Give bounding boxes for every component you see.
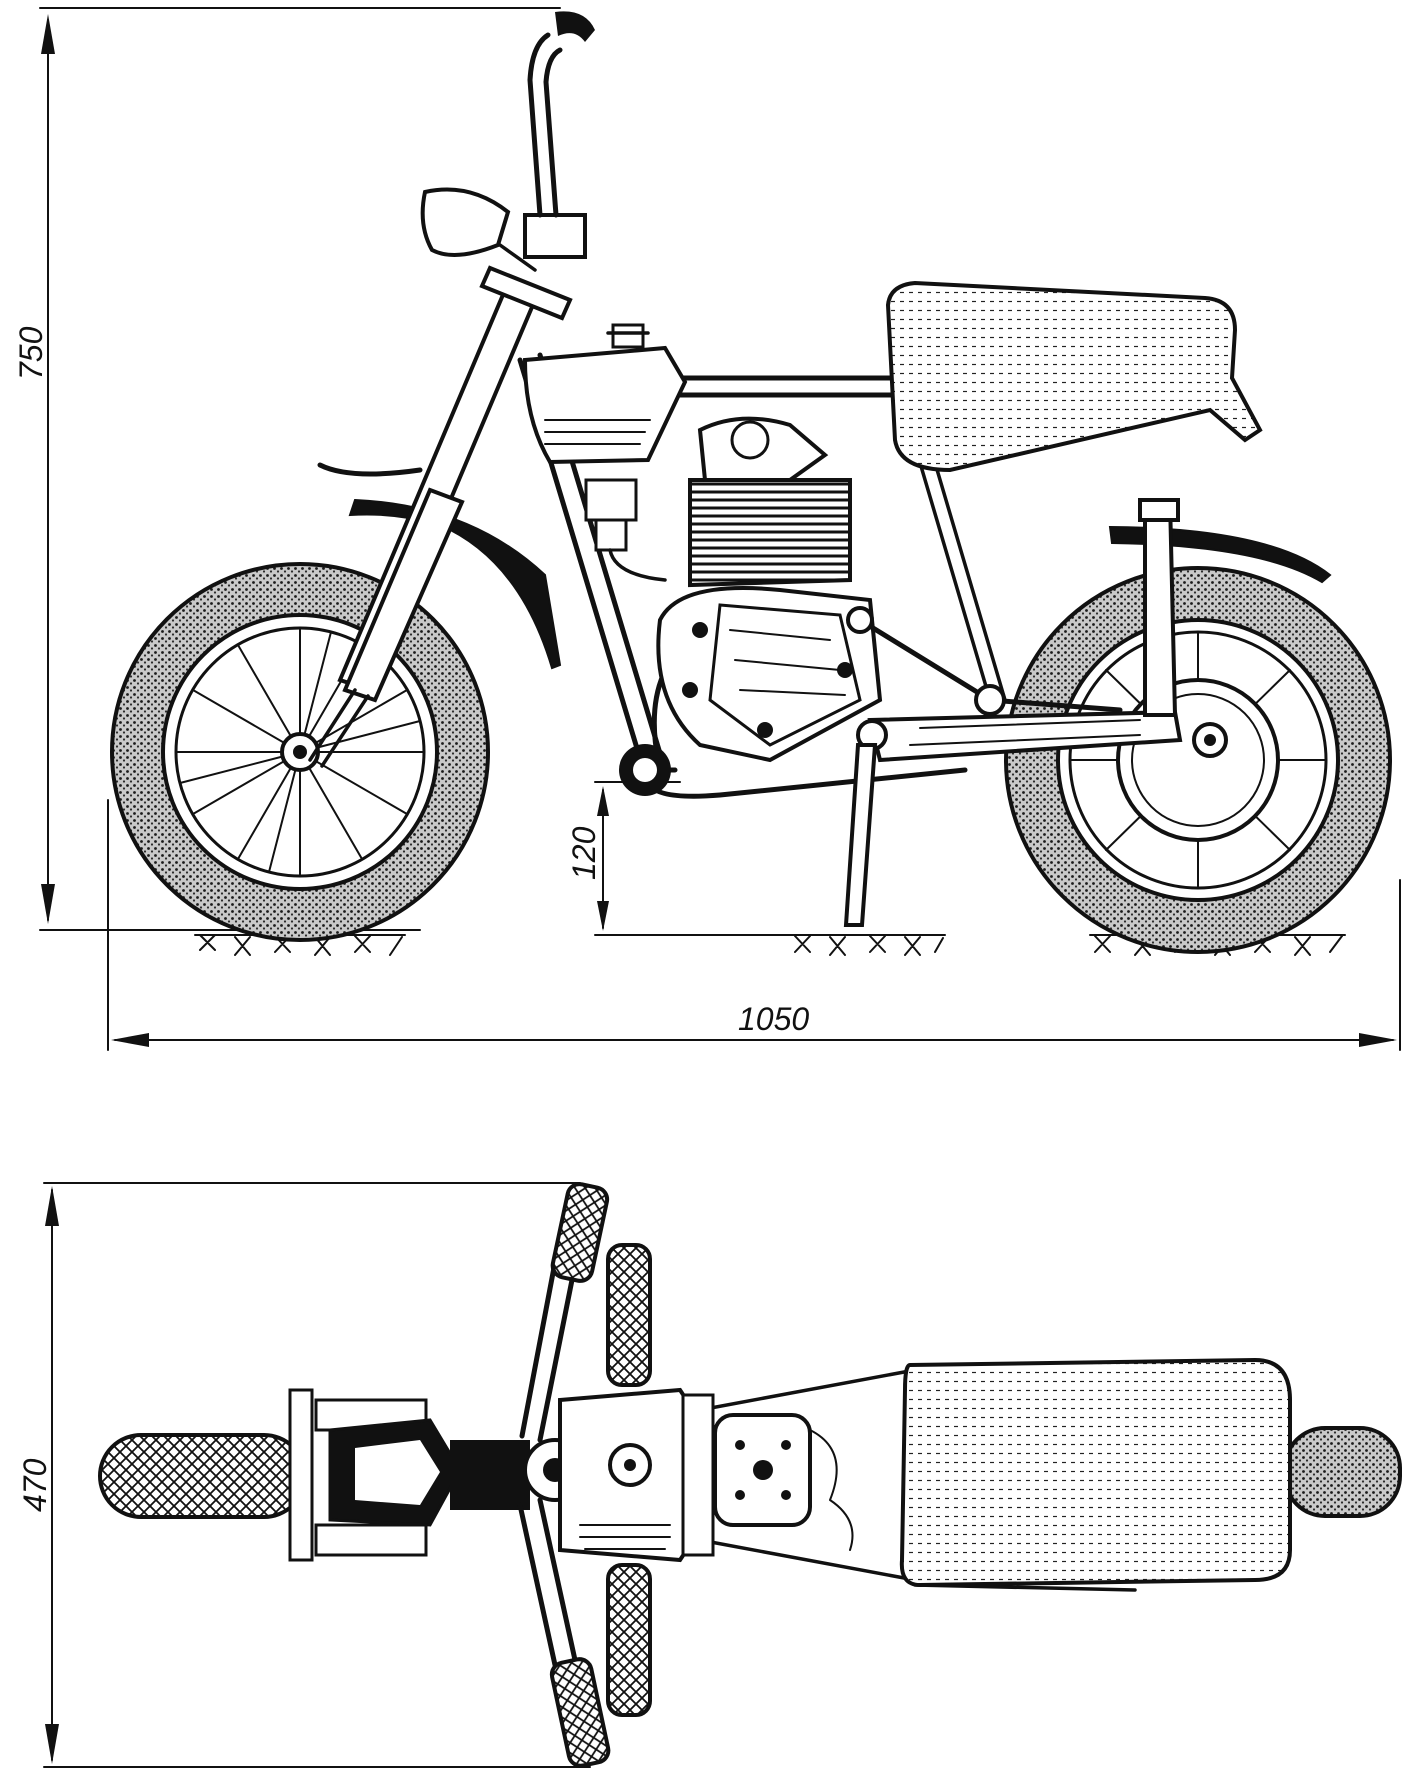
kickstand bbox=[843, 743, 878, 927]
front-fork-plate bbox=[288, 1388, 530, 1562]
footpegs-top bbox=[606, 1243, 652, 1717]
fuel-tank-top bbox=[558, 1387, 702, 1563]
headlight bbox=[420, 187, 511, 257]
seat-top bbox=[899, 1357, 1292, 1588]
right-grip[interactable] bbox=[549, 1657, 611, 1768]
dimension-width-470: 470 bbox=[17, 1182, 591, 1768]
steering-assembly bbox=[308, 11, 595, 768]
footrest bbox=[619, 744, 671, 796]
left-grip[interactable] bbox=[550, 1182, 610, 1283]
dimension-height-750: 750 bbox=[13, 7, 561, 931]
dimension-clearance-120: 120 bbox=[566, 781, 801, 936]
front-wheel bbox=[110, 562, 490, 942]
rear-tire-top bbox=[1283, 1426, 1402, 1518]
engine-crankcase bbox=[656, 586, 883, 763]
dimension-length-1050: 1050 bbox=[107, 799, 1401, 1051]
side-view: 750 120 1050 bbox=[13, 7, 1401, 1051]
swingarm bbox=[846, 498, 1183, 763]
clearance-120-label: 120 bbox=[566, 826, 602, 880]
top-view: 470 bbox=[17, 1182, 1402, 1768]
seat bbox=[885, 280, 1263, 473]
seat-top-edge bbox=[913, 1583, 1137, 1592]
height-750-label: 750 bbox=[13, 326, 49, 380]
width-470-label: 470 bbox=[17, 1458, 53, 1512]
rear-wheel bbox=[1004, 566, 1392, 954]
fuel-tank bbox=[522, 323, 688, 465]
engine-head-top bbox=[713, 1413, 854, 1551]
length-1050-label: 1050 bbox=[738, 1001, 809, 1037]
carburettor bbox=[584, 478, 667, 582]
engine-cylinder bbox=[688, 416, 852, 588]
front-tire-top bbox=[98, 1433, 307, 1519]
fuel-cap bbox=[611, 323, 645, 349]
